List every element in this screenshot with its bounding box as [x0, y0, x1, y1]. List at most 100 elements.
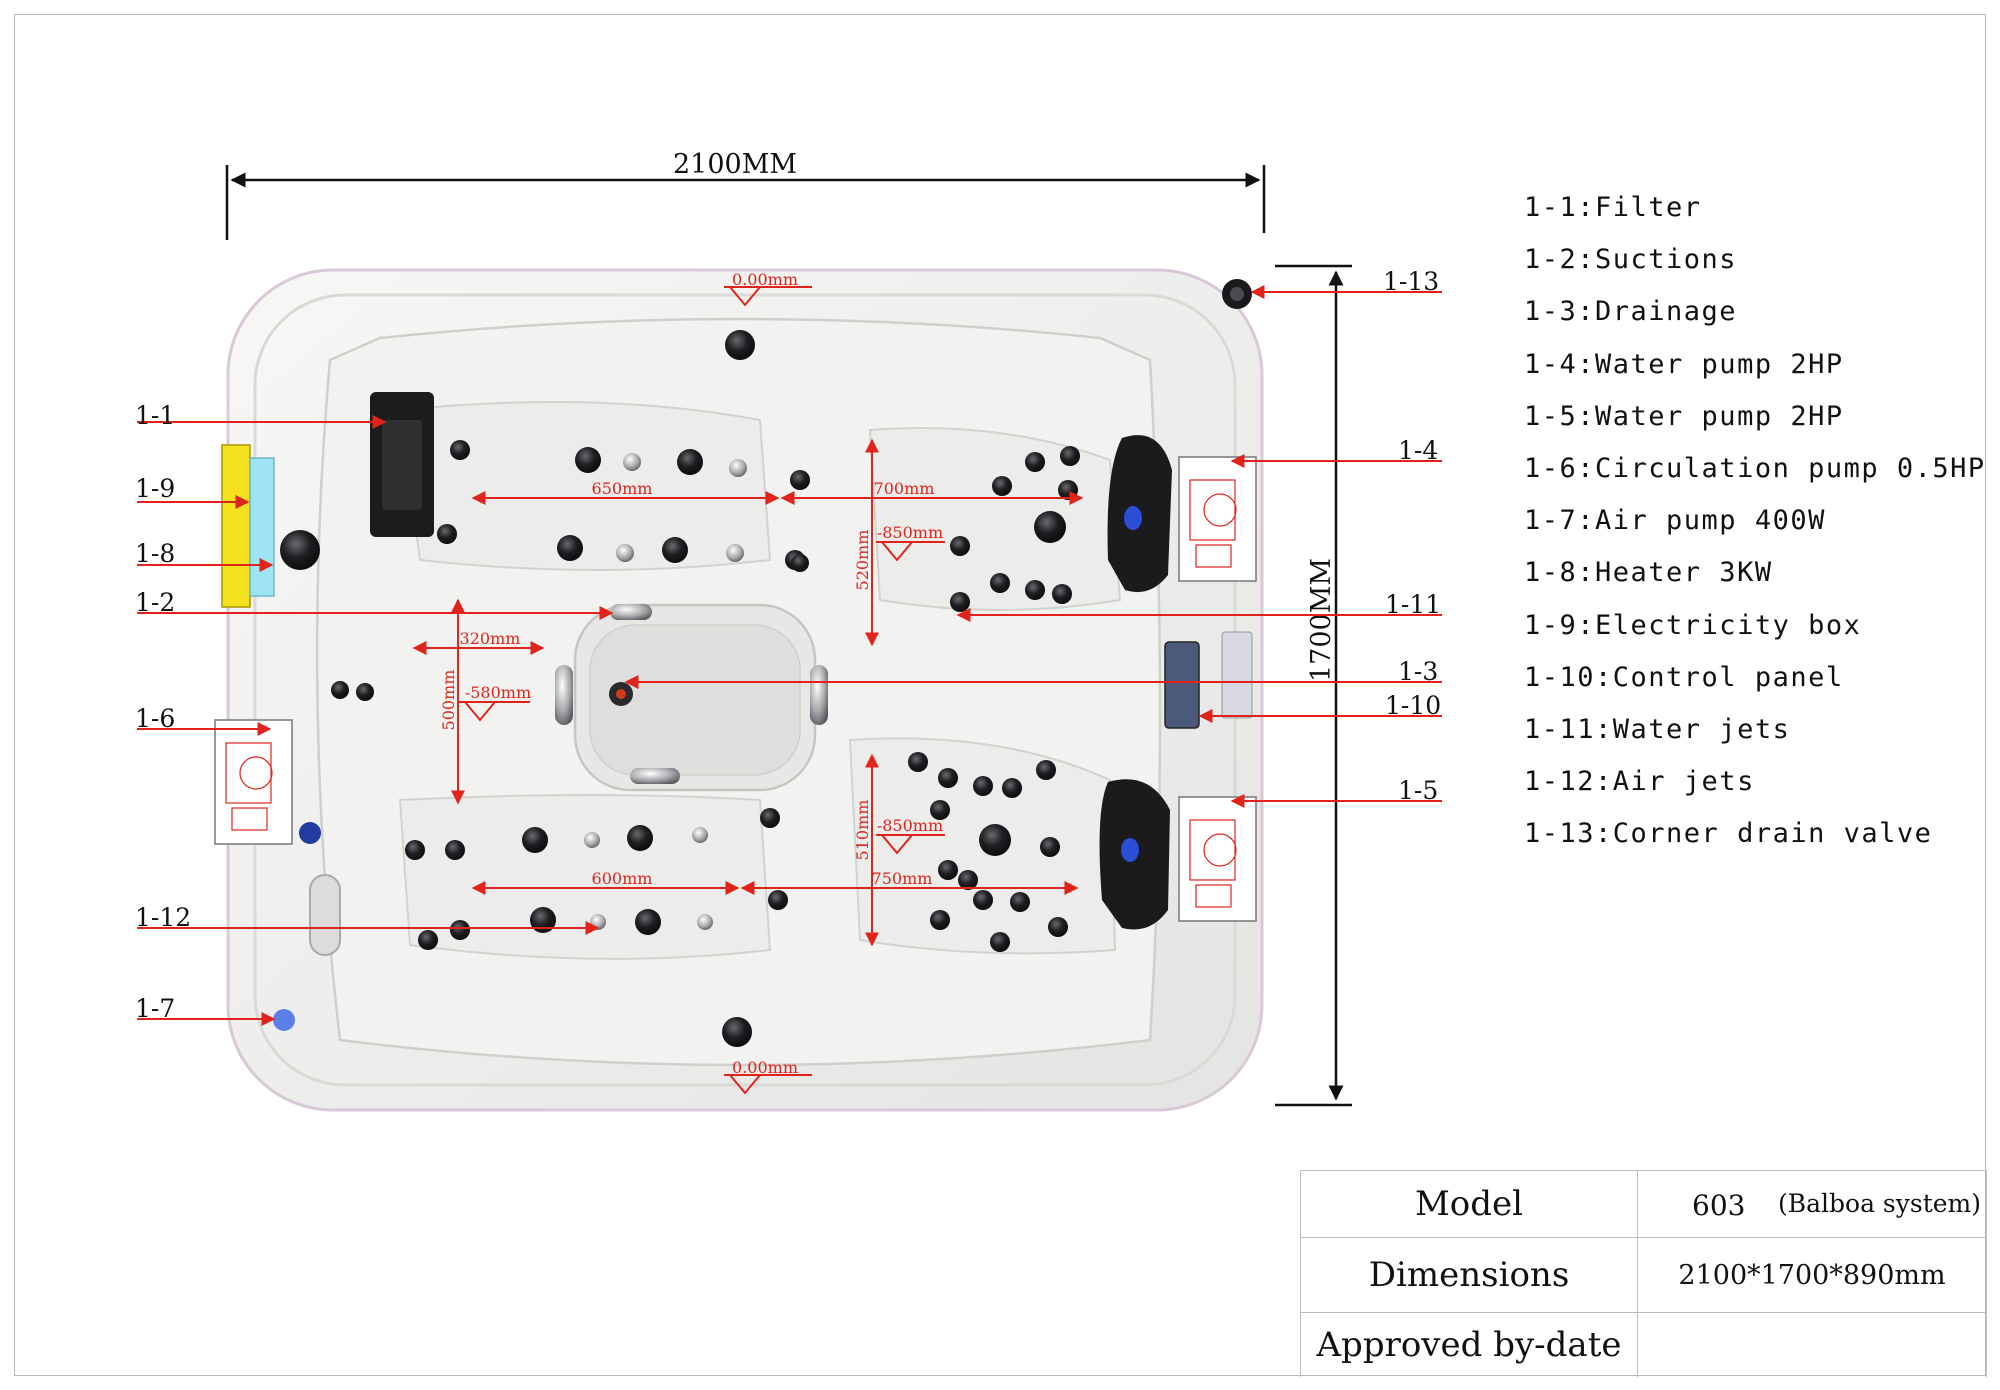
water-jet-icon	[662, 537, 688, 563]
water-jet-icon	[768, 890, 788, 910]
air-jet-icon	[692, 827, 708, 843]
callout-1-9: 1-9	[135, 474, 175, 503]
callout-1-11: 1-11	[1385, 590, 1441, 619]
water-jet-icon	[450, 920, 470, 940]
dimensions-value: 2100*1700*890mm	[1637, 1237, 1987, 1313]
water-jet-icon	[1025, 452, 1045, 472]
legend-item: 1-11:Water jets	[1524, 713, 1791, 745]
top-right-length-label: 520mm	[853, 530, 872, 591]
top-right-depth-label: -850mm	[877, 523, 943, 542]
bottom-right-length-label: 510mm	[853, 800, 872, 861]
callout-1-2: 1-2	[135, 588, 175, 617]
water-jet-icon	[791, 554, 809, 572]
water-jet-icon	[331, 681, 349, 699]
pump-1-4-drawing	[1178, 456, 1257, 582]
electricity-box-icon	[221, 444, 251, 608]
top-right-width-label: 700mm	[874, 479, 935, 498]
air-jet-icon	[697, 914, 713, 930]
legend-item: 1-2:Suctions	[1524, 244, 1738, 276]
inner-dimension-labels: 0.00mm 0.00mm 650mm 700mm -850mm 520mm 3…	[439, 270, 943, 1077]
water-jet-icon	[677, 449, 703, 475]
approved-label: Approved by-date	[1300, 1312, 1638, 1377]
tub-shell	[221, 268, 1264, 1112]
water-jet-icon	[1025, 580, 1045, 600]
air-jet-icon	[729, 459, 747, 477]
callout-1-6: 1-6	[135, 704, 175, 733]
water-jet-icon	[1034, 511, 1066, 543]
water-jet-icon	[990, 932, 1010, 952]
water-jet-icon	[445, 840, 465, 860]
callout-1-1: 1-1	[135, 401, 175, 430]
water-jet-icon	[990, 573, 1010, 593]
callout-1-4: 1-4	[1398, 436, 1438, 465]
pump-1-5-drawing	[1178, 796, 1257, 922]
callout-1-5: 1-5	[1398, 776, 1438, 805]
page-border	[14, 14, 1986, 1376]
water-jet-icon	[635, 909, 661, 935]
water-jet-icon	[1060, 446, 1080, 466]
bottom-right-depth-label: -850mm	[877, 816, 943, 835]
callout-1-12: 1-12	[135, 903, 191, 932]
legend-item: 1-1:Filter	[1524, 192, 1702, 223]
bottom-level-label: 0.00mm	[732, 1058, 798, 1077]
legend-item: 1-12:Air jets	[1524, 766, 1755, 798]
water-jet-icon	[908, 752, 928, 772]
water-jet-icon	[973, 776, 993, 796]
approved-value	[1637, 1312, 1987, 1377]
legend-item: 1-6:Circulation pump 0.5HP	[1524, 452, 1986, 484]
callout-1-7: 1-7	[135, 994, 175, 1023]
center-width-label: 320mm	[460, 629, 521, 648]
spec-row-approved: Approved by-date	[1300, 1312, 1987, 1377]
spec-row-dimensions: Dimensions 2100*1700*890mm	[1300, 1237, 1987, 1313]
component-legend: 1-1:Filter 1-2:Suctions 1-3:Drainage 1-4…	[1524, 190, 1986, 868]
legend-item: 1-13:Corner drain valve	[1524, 818, 1933, 850]
jet-layout	[331, 440, 1080, 952]
water-jet-icon	[1048, 917, 1068, 937]
legend-item: 1-8:Heater 3KW	[1524, 557, 1773, 589]
model-label: Model	[1300, 1170, 1638, 1238]
depth-label: 1700MM	[1306, 558, 1337, 682]
water-jet-icon	[1010, 892, 1030, 912]
water-jet-icon	[950, 536, 970, 556]
legend-item: 1-7:Air pump 400W	[1524, 505, 1826, 537]
water-jet-icon	[418, 930, 438, 950]
water-jet-icon	[992, 476, 1012, 496]
callout-1-13: 1-13	[1383, 267, 1439, 296]
depth-dimension: 1700MM	[1275, 264, 1352, 1107]
water-jet-icon	[522, 827, 548, 853]
width-label: 2100MM	[673, 149, 797, 180]
callout-1-3: 1-3	[1398, 657, 1438, 686]
water-jet-icon	[938, 860, 958, 880]
water-jet-icon	[557, 535, 583, 561]
bottom-left-width-label: 600mm	[592, 869, 653, 888]
spec-row-model: Model 603 (Balboa system)	[1300, 1170, 1987, 1238]
legend-item: 1-5:Water pump 2HP	[1524, 400, 1844, 432]
water-jet-icon	[1040, 837, 1060, 857]
water-jet-icon	[930, 800, 950, 820]
water-jet-icon	[973, 890, 993, 910]
bottom-right-width-label: 750mm	[872, 869, 933, 888]
top-left-width-label: 650mm	[592, 479, 653, 498]
callout-1-10: 1-10	[1385, 691, 1441, 720]
callout-leaders	[137, 285, 1442, 1026]
water-jet-icon	[1036, 760, 1056, 780]
water-jet-icon	[437, 524, 457, 544]
air-jet-icon	[623, 453, 641, 471]
air-pump-icon	[273, 1009, 295, 1031]
top-level-label: 0.00mm	[732, 270, 798, 289]
center-length-label: 500mm	[439, 670, 458, 731]
air-jet-icon	[726, 544, 744, 562]
legend-item: 1-9:Electricity box	[1524, 609, 1862, 641]
water-jet-icon	[930, 910, 950, 930]
heater-icon	[249, 457, 275, 597]
water-jet-icon	[450, 440, 470, 460]
water-jet-icon	[950, 592, 970, 612]
inner-dimensions	[412, 286, 1084, 1095]
spec-table: Model 603 (Balboa system) Dimensions 210…	[1300, 1170, 1987, 1377]
legend-item: 1-4:Water pump 2HP	[1524, 348, 1844, 380]
water-jet-icon	[627, 825, 653, 851]
water-jet-icon	[1052, 584, 1072, 604]
legend-item: 1-10:Control panel	[1524, 661, 1844, 693]
